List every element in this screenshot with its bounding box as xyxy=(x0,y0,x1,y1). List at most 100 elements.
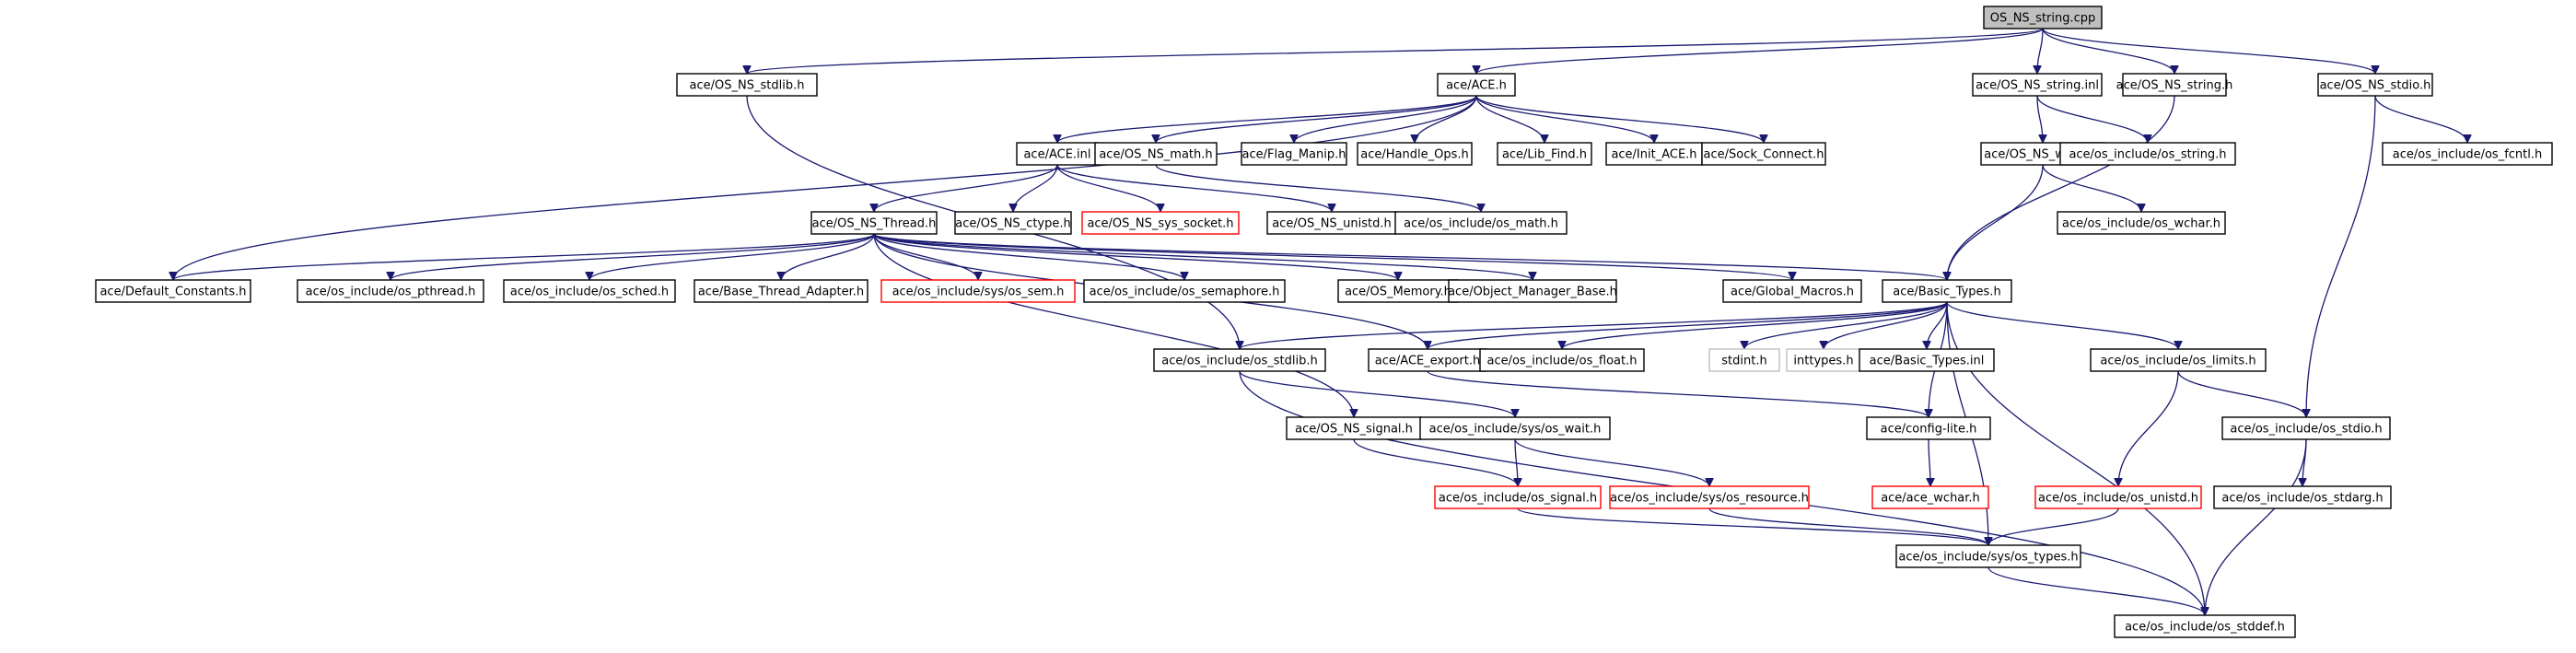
file-node-n-limits[interactable]: ace/os_include/os_limits.h xyxy=(2090,348,2267,372)
file-node-box xyxy=(1708,348,1780,372)
file-node-n-config[interactable]: ace/config-lite.h xyxy=(1866,416,1991,440)
dependency-edges xyxy=(173,28,2467,616)
dependency-edge xyxy=(874,164,1058,213)
file-node-n-resource[interactable]: ace/os_include/sys/os_resource.h xyxy=(1609,485,1810,509)
file-node-n-signal-ns[interactable]: ace/OS_NS_signal.h xyxy=(1286,416,1422,440)
dependency-edge xyxy=(2306,95,2376,417)
file-node-n-gmacros[interactable]: ace/Global_Macros.h xyxy=(1722,279,1862,303)
file-node-n-basic[interactable]: ace/Basic_Types.h xyxy=(1882,279,2012,303)
file-node-n-initace[interactable]: ace/Init_ACE.h xyxy=(1605,142,1703,166)
file-node-label: ace/os_include/sys/os_sem.h xyxy=(892,286,1065,299)
file-node-n-export[interactable]: ace/ACE_export.h xyxy=(1368,348,1487,372)
file-node-n-string-h[interactable]: ace/OS_NS_string.h xyxy=(2116,73,2233,97)
dependency-edge xyxy=(2042,28,2375,75)
dependency-edge xyxy=(747,28,2044,75)
file-node-n-flag[interactable]: ace/Flag_Manip.h xyxy=(1241,142,1347,166)
file-node-n-defconst[interactable]: ace/Default_Constants.h xyxy=(95,279,251,303)
file-node-n-unistd-ns[interactable]: ace/OS_NS_unistd.h xyxy=(1266,211,1397,235)
file-node-n-memory[interactable]: ace/OS_Memory.h xyxy=(1337,279,1459,303)
file-node-n-ace-wchar[interactable]: ace/ace_wchar.h xyxy=(1871,485,1989,509)
file-node-root[interactable]: OS_NS_string.cpp xyxy=(1983,6,2103,29)
file-node-label: ace/Base_Thread_Adapter.h xyxy=(698,286,864,299)
file-node-label: ace/os_include/os_unistd.h xyxy=(2038,492,2198,506)
file-node-n-stdarg[interactable]: ace/os_include/os_stdarg.h xyxy=(2213,485,2392,509)
dependency-edge xyxy=(1947,164,2044,280)
dependency-edge xyxy=(1515,438,1518,486)
file-node-n-libfind[interactable]: ace/Lib_Find.h xyxy=(1497,142,1592,166)
file-node-label: ace/OS_NS_unistd.h xyxy=(1272,217,1392,231)
dependency-edge xyxy=(2177,370,2306,418)
dependency-edge xyxy=(873,233,1184,281)
file-node-n-sock[interactable]: ace/Sock_Connect.h xyxy=(1701,142,1826,166)
file-node-box xyxy=(1609,485,1810,509)
dependency-edge xyxy=(873,233,1354,417)
file-node-label: ace/Default_Constants.h xyxy=(99,286,246,299)
file-node-box xyxy=(1081,211,1240,235)
file-node-box xyxy=(1448,279,1617,303)
file-node-n-semaphore[interactable]: ace/os_include/os_semaphore.h xyxy=(1083,279,1286,303)
dependency-edge xyxy=(1946,301,2178,350)
file-node-box xyxy=(2317,73,2433,97)
dependency-edge xyxy=(1415,95,1477,144)
file-node-box xyxy=(1083,279,1286,303)
file-node-n-os-stdio[interactable]: ace/os_include/os_stdio.h xyxy=(2221,416,2391,440)
file-node-n-thread[interactable]: ace/OS_NS_Thread.h xyxy=(810,211,938,235)
file-node-n-omb[interactable]: ace/Object_Manager_Base.h xyxy=(1448,279,1617,303)
file-node-n-os-string[interactable]: ace/os_include/os_string.h xyxy=(2059,142,2236,166)
file-node-n-os-stdlib[interactable]: ace/os_include/os_stdlib.h xyxy=(1153,348,1326,372)
file-node-n-ace-inl[interactable]: ace/ACE.inl xyxy=(1016,142,1099,166)
file-node-n-os-signal[interactable]: ace/os_include/os_signal.h xyxy=(1434,485,1602,509)
file-node-n-sem[interactable]: ace/os_include/sys/os_sem.h xyxy=(880,279,1076,303)
file-node-n-stddef[interactable]: ace/os_include/os_stddef.h xyxy=(2114,614,2296,638)
file-node-n-sched[interactable]: ace/os_include/os_sched.h xyxy=(503,279,676,303)
file-node-n-stdint[interactable]: stdint.h xyxy=(1708,348,1780,372)
file-node-label: ace/os_include/os_pthread.h xyxy=(306,286,476,299)
file-node-box xyxy=(1701,142,1826,166)
file-node-n-os-math[interactable]: ace/os_include/os_math.h xyxy=(1394,211,1568,235)
dependency-edge xyxy=(1744,301,1948,350)
file-node-box xyxy=(95,279,251,303)
file-node-n-ace-h[interactable]: ace/ACE.h xyxy=(1437,73,1516,97)
dependency-edge xyxy=(2037,28,2044,74)
file-node-label: stdint.h xyxy=(1721,355,1766,368)
file-node-label: ace/Object_Manager_Base.h xyxy=(1448,286,1617,299)
dependency-edge xyxy=(873,233,1947,281)
file-node-box xyxy=(2057,211,2226,235)
file-node-box xyxy=(1722,279,1862,303)
dependency-edge xyxy=(1057,95,1477,144)
file-nodes: OS_NS_string.cpp ace/OS_NS_stdlib.h ace/AC… xyxy=(95,6,2553,638)
file-node-n-float[interactable]: ace/os_include/os_float.h xyxy=(1479,348,1645,372)
dependency-edge xyxy=(2118,370,2179,486)
dependency-edge xyxy=(2036,95,2043,143)
file-node-n-stdlib-ns[interactable]: ace/OS_NS_stdlib.h xyxy=(676,73,818,97)
file-node-n-types[interactable]: ace/os_include/sys/os_types.h xyxy=(1895,544,2081,568)
file-node-n-ctype[interactable]: ace/OS_NS_ctype.h xyxy=(954,211,1072,235)
file-node-box xyxy=(2059,142,2236,166)
file-node-n-os-wchar[interactable]: ace/os_include/os_wchar.h xyxy=(2057,211,2226,235)
file-node-n-bta[interactable]: ace/Base_Thread_Adapter.h xyxy=(694,279,868,303)
dependency-edge xyxy=(1240,301,1948,350)
file-node-box xyxy=(297,279,484,303)
file-node-n-os-fcntl[interactable]: ace/os_include/os_fcntl.h xyxy=(2382,142,2553,166)
file-node-label: ace/OS_NS_stdio.h xyxy=(2320,79,2431,93)
file-node-n-stdio-ns[interactable]: ace/OS_NS_stdio.h xyxy=(2317,73,2433,97)
dependency-edge xyxy=(1013,164,1058,213)
file-node-n-handle[interactable]: ace/Handle_Ops.h xyxy=(1357,142,1473,166)
file-node-n-string-inl[interactable]: ace/OS_NS_string.inl xyxy=(1972,73,2103,97)
file-node-label: ace/os_include/os_string.h xyxy=(2069,148,2226,162)
file-node-n-socket[interactable]: ace/OS_NS_sys_socket.h xyxy=(1081,211,1240,235)
file-node-label: ace/Handle_Ops.h xyxy=(1360,148,1468,162)
file-node-n-wait[interactable]: ace/os_include/sys/os_wait.h xyxy=(1419,416,1611,440)
dependency-edge xyxy=(873,233,1792,281)
dependency-edge xyxy=(1428,301,1948,350)
file-node-n-math-ns[interactable]: ace/OS_NS_math.h xyxy=(1094,142,1218,166)
file-node-label: ace/os_include/sys/os_resource.h xyxy=(1610,492,1809,506)
file-node-n-os-unistd[interactable]: ace/os_include/os_unistd.h xyxy=(2034,485,2202,509)
file-node-n-pthread[interactable]: ace/os_include/os_pthread.h xyxy=(297,279,484,303)
file-node-n-basic-inl[interactable]: ace/Basic_Types.inl xyxy=(1859,348,1995,372)
file-node-n-inttypes[interactable]: inttypes.h xyxy=(1786,348,1861,372)
dependency-edge xyxy=(1947,95,2175,280)
file-node-label: ace/ACE_export.h xyxy=(1375,355,1480,368)
file-node-box xyxy=(1094,142,1218,166)
file-node-box xyxy=(1972,73,2103,97)
